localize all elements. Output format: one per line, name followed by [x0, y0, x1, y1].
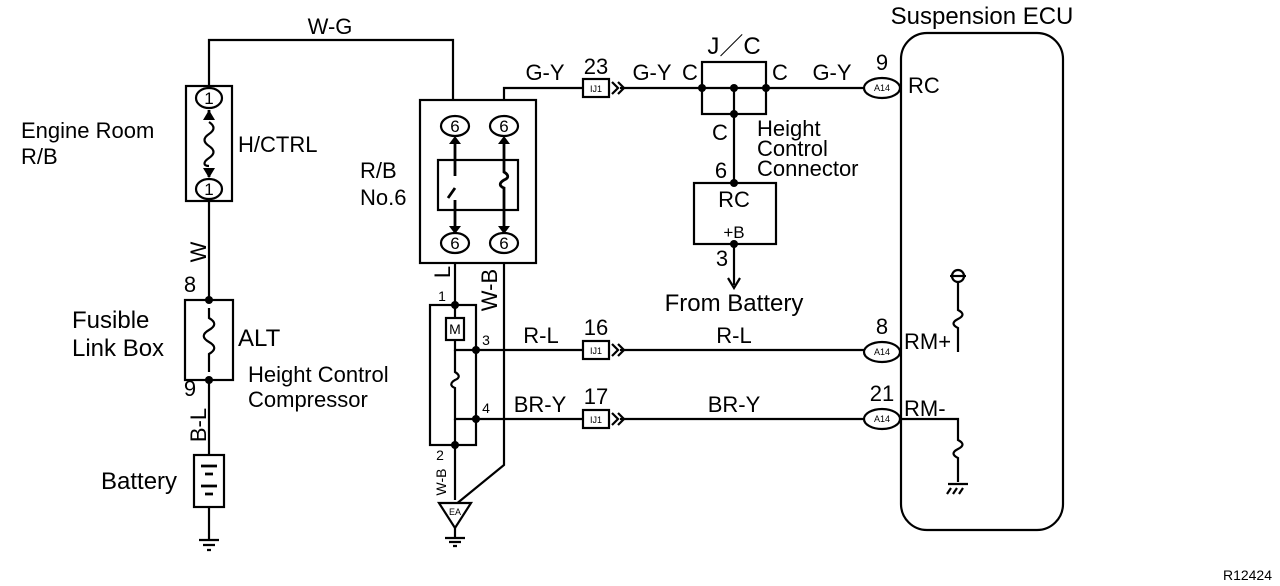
wire-label-wb-ground: W-B [433, 469, 449, 496]
wire-label-l: L [430, 266, 455, 278]
hcc-label-1: Height [757, 116, 821, 141]
rb-label: R/B [360, 158, 397, 183]
plus-b-label: +B [723, 223, 744, 242]
wire-label-bry-2: BR-Y [708, 392, 761, 417]
wire-label-bl: B-L [186, 408, 211, 442]
ecu-ground-icon [946, 482, 968, 495]
wire-label-gy-2: G-Y [632, 60, 671, 85]
relay-pin-tl: 6 [450, 117, 459, 136]
ecu-pin-8: 8 [876, 314, 888, 339]
a14-conn-rmminus: A14 [874, 414, 890, 424]
ecu-title: Suspension ECU [891, 3, 1074, 30]
relay-pin-br: 6 [499, 234, 508, 253]
engine-room-relay-block: 1 1 Engine Room R/B H/CTRL [21, 84, 317, 203]
battery-label: Battery [101, 468, 177, 495]
ecu-rmplus-label: RM+ [904, 329, 951, 354]
link-box-label: Link Box [72, 335, 164, 362]
engine-room-label: Engine Room [21, 118, 154, 143]
wire-label-w: W [186, 241, 211, 262]
motor-icon: M [449, 321, 461, 337]
hcc-label-3: Connector [757, 156, 859, 181]
comp-pin-1: 1 [438, 288, 446, 304]
ij1-connector-bry: IJ1 17 [581, 384, 626, 430]
ecu-pin-21: 21 [870, 381, 894, 406]
ij1-pin-17: 17 [584, 384, 608, 409]
ecu-pin-9: 9 [876, 50, 888, 75]
ecu-rc-label: RC [908, 73, 940, 98]
comp-pin-2: 2 [436, 447, 444, 463]
rb-no6-relay: 6 6 6 6 R/B No.6 [360, 98, 538, 265]
from-battery-arrow-icon [727, 277, 741, 291]
comp-pin-3: 3 [482, 332, 490, 348]
junction-connector: J／C C C C [682, 33, 788, 145]
height-control-compressor: M 1 2 3 4 Height Control Compressor [248, 288, 490, 463]
alt-fuse-symbol [202, 308, 216, 372]
ground-icon [445, 528, 465, 548]
height-control-connector: RC +B 6 3 Height Control Connector From … [665, 116, 859, 317]
fusible-link-box: 8 9 Fusible Link Box ALT [72, 272, 281, 401]
wire-label-wb-relay: W-B [477, 269, 502, 311]
a14-conn-rmplus: A14 [874, 347, 890, 357]
ij1-connector-rl: IJ1 16 [581, 315, 626, 361]
ij1-pin-23: 23 [584, 54, 608, 79]
flb-pin-8: 8 [184, 272, 196, 297]
flb-pin-9: 9 [184, 376, 196, 401]
no6-label: No.6 [360, 185, 406, 210]
ij1-label-gy: IJ1 [590, 84, 602, 94]
comp-pin-4: 4 [482, 400, 490, 416]
ij1-pin-16: 16 [584, 315, 608, 340]
wire-label-wg: W-G [308, 14, 353, 39]
relay-coil [498, 138, 510, 231]
ij1-connector-gy: IJ1 23 [581, 54, 626, 99]
relay-internal-box [436, 158, 520, 212]
jc-left-c: C [682, 60, 698, 85]
ecu-rmminus-label: RM- [904, 396, 946, 421]
rb-pin-bottom-label: 1 [204, 180, 213, 199]
ij1-label-rl: IJ1 [590, 346, 602, 356]
hctrl-fuse-label: H/CTRL [238, 132, 317, 157]
wire-label-rl-2: R-L [716, 323, 751, 348]
relay-pin-bl: 6 [450, 234, 459, 253]
pullup-resistor-icon [952, 282, 964, 352]
battery-ground-icon [199, 538, 219, 552]
alt-fuse-label: ALT [238, 325, 281, 352]
compressor-label-2: Compressor [248, 387, 368, 412]
engine-room-rb-label: R/B [21, 144, 58, 169]
fusible-label: Fusible [72, 307, 149, 334]
wire-label-bry-1: BR-Y [514, 392, 567, 417]
from-battery-label: From Battery [665, 290, 804, 317]
rb-pin-top-label: 1 [204, 89, 213, 108]
pulldown-resistor-icon [900, 417, 964, 482]
ground-ea-label: EA [449, 507, 461, 517]
wire-label-gy-3: G-Y [812, 60, 851, 85]
battery: Battery [101, 453, 226, 552]
hcc-pin-3: 3 [716, 246, 728, 271]
jc-right-c: C [772, 60, 788, 85]
ij1-label-bry: IJ1 [590, 415, 602, 425]
ground-ea: EA [436, 501, 474, 548]
relay-pin-tr: 6 [499, 117, 508, 136]
fuse-symbol [203, 121, 215, 168]
relay-switch [446, 138, 457, 231]
rb-pin-bottom [194, 177, 224, 201]
hcc-label-2: Control [757, 136, 828, 161]
compressor-label-1: Height Control [248, 362, 389, 387]
jc-label: J／C [707, 33, 760, 60]
a14-conn-rc: A14 [874, 83, 890, 93]
rc-label: RC [718, 187, 750, 212]
wire-label-rl-1: R-L [523, 323, 558, 348]
jc-bottom-c: C [712, 120, 728, 145]
wire-network [207, 38, 866, 540]
figure-id: R12424 [1223, 567, 1272, 583]
hcc-pin-6: 6 [715, 158, 727, 183]
rb-pin-top [194, 86, 224, 110]
suspension-ecu: Suspension ECU A14 A14 A14 9 8 21 RC RM+… [862, 3, 1074, 532]
wire-label-gy-1: G-Y [525, 60, 564, 85]
